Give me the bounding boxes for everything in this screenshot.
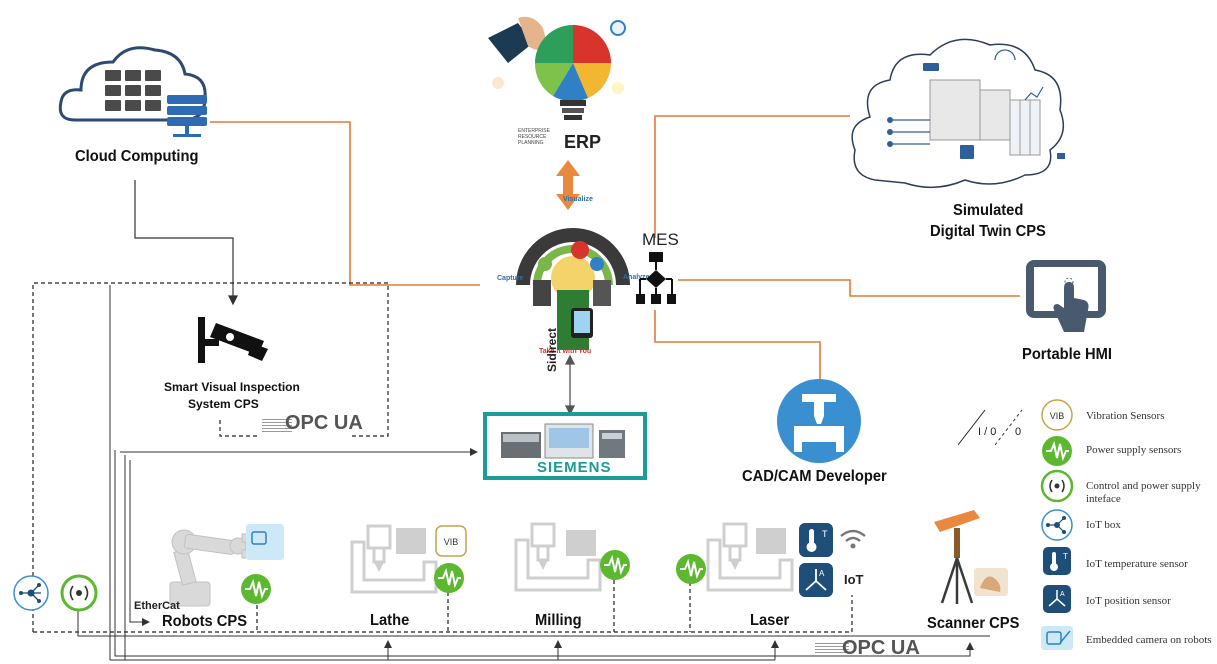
legend-label-control-power: Control and power supply inteface [1086,480,1201,505]
legend-label-embedded-camera: Embedded camera on robots [1086,634,1212,646]
mes-capture-label: Capture [497,275,524,282]
iot-temperature-sensor-icon: T [799,523,833,557]
smart-visual-label-line2: System CPS [188,397,259,411]
lathe-label: Lathe [370,612,410,629]
mes-to-hmi-link [678,279,1020,297]
power-supply-sensor-icon [676,554,706,584]
mes-visualize-label: Visualize [563,196,593,203]
lathe-machine-icon [350,524,438,594]
iot-label: IoT [844,572,864,587]
legend: VIB Vibration Sensors Power supply senso… [1040,398,1215,660]
iot-temperature-sensor-icon: T [1043,547,1071,575]
erp-lightbulb-icon [488,16,626,120]
io-label: I / 0 [978,426,997,438]
cloud-computing-node: Cloud Computing [55,40,225,180]
portable-hmi-label: Portable HMI [1022,346,1112,363]
iot-box-icon [13,575,49,611]
plc-hardware-icon [501,423,625,459]
digital-twin-cloud-icon [851,38,1065,189]
tablet-touch-icon [1026,260,1106,332]
svg-text:VIB: VIB [1050,411,1065,421]
opc-ua-top-stripes [262,418,292,432]
mes-takeit-label: Take it with You [539,348,592,355]
erp-label: ERP [564,132,602,152]
3d-scanner-icon [934,510,1008,604]
opc-ua-top-logo: OPC UA [285,412,363,434]
cloud-computing-label: Cloud Computing [75,148,199,165]
digital-twin-label-line2: Digital Twin CPS [930,223,1046,240]
mes-analyze-label: Analyze [623,274,650,281]
vibration-sensor-icon: VIB [1041,399,1073,431]
svg-text:T: T [822,529,828,539]
erp-mes-arrow [556,160,580,210]
mes-to-cad-link [654,310,821,380]
digital-twin-label-line1: Simulated [953,202,1024,219]
svg-text:A: A [1060,591,1065,598]
scanner-cps-label: Scanner CPS [927,615,1020,632]
mes-flowchart-icon [636,252,676,304]
laser-label: Laser [750,612,790,629]
control-power-interface-icon [1040,469,1074,503]
svg-text:A: A [819,569,825,578]
sidirect-label: Sidirect [545,327,559,372]
laser-machine-icon [706,522,794,592]
cad-cam-label: CAD/CAM Developer [742,468,887,485]
milling-label: Milling [535,612,582,629]
vibration-sensor-icon: VIB [435,525,467,557]
embedded-camera-icon [1041,626,1073,650]
milling-machine-icon [514,522,602,592]
mes-to-digital-twin-link [654,115,850,238]
iot-position-sensor-icon: A [799,563,833,597]
mes-label: MES [642,230,679,249]
legend-label-vibration: Vibration Sensors [1086,410,1165,422]
digital-twin-node: Simulated Digital Twin CPS [845,25,1070,250]
opc-ua-bottom-stripes [815,642,849,656]
smart-visual-label-line1: Smart Visual Inspection [164,380,300,394]
cloud-server-icon [58,46,207,137]
zero-label: 0 [1015,426,1022,438]
svg-text:VIB: VIB [444,537,459,547]
power-supply-sensor-icon [1042,436,1072,466]
erp-subtitle: ENTERPRISE RESOURCE PLANNING [518,128,550,146]
security-camera-icon [198,317,268,363]
legend-label-iot-temperature: IoT temperature sensor [1086,558,1188,570]
mes-hub-graphic [516,228,630,350]
ethercat-label: EtherCat [134,600,180,612]
legend-label-power-supply: Power supply sensors [1086,444,1182,456]
cloud-to-mes-link [210,121,480,286]
power-supply-sensor-icon [600,550,630,580]
iot-box-icon [1041,509,1073,541]
legend-label-iot-position: IoT position sensor [1086,595,1171,607]
wifi-icon [840,529,866,549]
cad-cam-icon [777,379,861,463]
siemens-plc-box: SIEMENS [483,412,647,480]
svg-text:T: T [1063,552,1068,561]
iot-position-sensor-icon: A [1043,585,1071,613]
opc-ua-bottom-logo: OPC UA [842,637,920,659]
legend-label-iot-box: IoT box [1086,519,1121,531]
erp-node: ENTERPRISE RESOURCE PLANNING ERP [478,8,638,158]
power-supply-sensor-icon [241,574,271,604]
siemens-label: SIEMENS [537,459,612,476]
robots-cps-label: Robots CPS [162,613,248,630]
control-power-interface-icon [60,574,98,612]
robot-arm-icon [169,524,284,607]
power-supply-sensor-icon [434,563,464,593]
mes-hub: Visualize Capture Analyze Take it with Y… [495,190,649,360]
